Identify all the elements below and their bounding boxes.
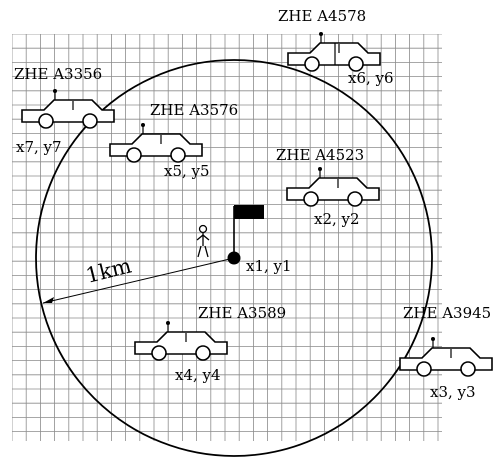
car-zhe-a3356: ZHE A3356 x7, y7 bbox=[14, 65, 114, 156]
car-zhe-a4523: ZHE A4523 x2, y2 bbox=[276, 146, 379, 228]
car-coords-label: x7, y7 bbox=[16, 138, 62, 156]
car-coords-label: x6, y6 bbox=[348, 69, 394, 87]
flag-icon bbox=[228, 205, 265, 265]
car-zhe-a3945: ZHE A3945 x3, y3 bbox=[400, 304, 492, 401]
car-plate-label: ZHE A3945 bbox=[403, 304, 491, 322]
car-coords-label: x4, y4 bbox=[175, 366, 221, 384]
radius-label: 1km bbox=[83, 253, 134, 287]
car-zhe-a3589: ZHE A3589 x4, y4 bbox=[135, 304, 286, 384]
car-coords-label: x5, y5 bbox=[164, 162, 210, 180]
car-zhe-a4578: ZHE A4578 x6, y6 bbox=[278, 7, 394, 87]
car-zhe-a3576: ZHE A3576 x5, y5 bbox=[110, 101, 238, 180]
car-plate-label: ZHE A3589 bbox=[198, 304, 286, 322]
car-plate-label: ZHE A4578 bbox=[278, 7, 366, 25]
car-plate-label: ZHE A3356 bbox=[14, 65, 102, 83]
grid bbox=[12, 34, 442, 441]
car-coords-label: x3, y3 bbox=[430, 383, 476, 401]
center-coords: x1, y1 bbox=[246, 257, 292, 275]
car-plate-label: ZHE A4523 bbox=[276, 146, 364, 164]
radius-line bbox=[43, 258, 234, 303]
person-icon bbox=[197, 226, 209, 258]
car-coords-label: x2, y2 bbox=[314, 210, 360, 228]
car-plate-label: ZHE A3576 bbox=[150, 101, 238, 119]
